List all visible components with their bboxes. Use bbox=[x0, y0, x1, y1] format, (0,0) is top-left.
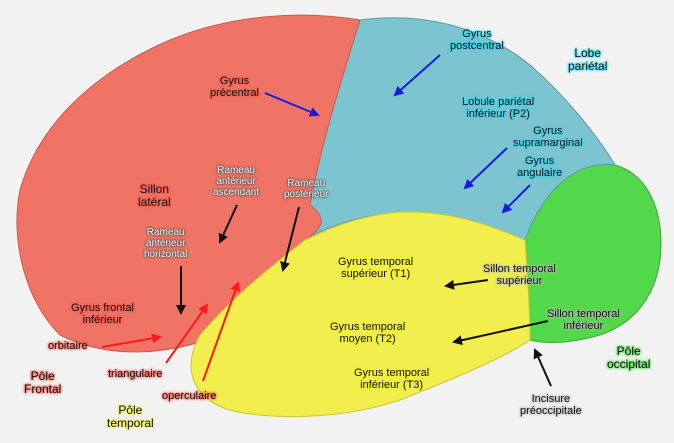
label-line: Gyrus bbox=[524, 155, 555, 167]
label-line: inférieur (T3) bbox=[360, 379, 424, 391]
label-line: Gyrus temporal bbox=[330, 321, 406, 333]
label-line: Rameau bbox=[146, 227, 185, 238]
label-line: Gyrus bbox=[462, 28, 492, 40]
label-line: Rameau bbox=[217, 165, 255, 176]
label-line: antérieur bbox=[216, 176, 256, 187]
label-line: inférieur bbox=[563, 320, 604, 332]
arrow-sillon-temporal-sup bbox=[444, 279, 489, 290]
label-line: horizontal bbox=[144, 249, 188, 260]
label-line: antérieur bbox=[145, 238, 186, 249]
label-triangulaire: triangulaire bbox=[108, 368, 162, 380]
label-line: inférieur bbox=[82, 314, 123, 326]
label-line: Pôle bbox=[30, 369, 55, 383]
label-line: Gyrus bbox=[219, 75, 250, 87]
label-line: postérieur bbox=[284, 189, 329, 200]
label-line: précentral bbox=[210, 87, 259, 99]
label-line: supérieur (T1) bbox=[341, 268, 411, 280]
label-line: triangulaire bbox=[108, 368, 163, 380]
arrow-posterieur bbox=[280, 206, 300, 272]
arrow-supramarginal bbox=[463, 147, 508, 190]
label-line: Rameau bbox=[287, 178, 326, 189]
label-line: Sillon temporal bbox=[483, 263, 556, 275]
label-line: postcentral bbox=[450, 40, 504, 52]
label-line: occipital bbox=[607, 357, 651, 371]
label-line: operculaire bbox=[162, 390, 217, 402]
label-line: Lobe bbox=[574, 46, 602, 60]
arrow-angulaire bbox=[501, 184, 531, 214]
label-line: temporal bbox=[107, 416, 154, 430]
label-line: Gyrus frontal bbox=[71, 302, 134, 314]
label-line: moyen (T2) bbox=[339, 333, 396, 345]
arrow-postcentral bbox=[393, 54, 441, 97]
label-line: Frontal bbox=[24, 382, 62, 396]
arrow-ascendant bbox=[218, 204, 238, 244]
label-line: Gyrus temporal bbox=[354, 367, 430, 379]
arrow-triangulaire bbox=[165, 303, 209, 364]
label-line: orbitaire bbox=[48, 340, 88, 352]
label-line: Lobule pariétal bbox=[462, 96, 535, 108]
label-line: supérieur bbox=[496, 275, 543, 287]
label-line: angulaire bbox=[517, 167, 563, 179]
label-line: Gyrus temporal bbox=[338, 256, 414, 268]
arrow-precentral bbox=[264, 92, 320, 117]
arrow-sillon-temporal-inf bbox=[452, 320, 549, 346]
arrow-operculaire bbox=[202, 281, 241, 382]
label-operculaire: operculaire bbox=[162, 390, 216, 402]
label-line: ascendant bbox=[213, 187, 260, 198]
label-line: Pôle bbox=[118, 403, 143, 417]
label-orbitaire: orbitaire bbox=[48, 340, 88, 352]
label-line: inférieur (P2) bbox=[466, 108, 530, 120]
label-line: préoccipitale bbox=[520, 405, 582, 417]
temporal-lobe bbox=[190, 211, 531, 418]
arrow-incisure bbox=[533, 348, 552, 387]
label-line: Sillon temporal bbox=[547, 308, 620, 320]
label-line: pariétal bbox=[568, 59, 608, 73]
label-line: Gyrus bbox=[533, 125, 563, 137]
label-line: latéral bbox=[138, 195, 171, 209]
label-line: supramarginal bbox=[513, 137, 583, 149]
label-line: Pôle bbox=[616, 344, 641, 358]
arrow-orbitaire bbox=[101, 333, 162, 348]
label-line: Incisure bbox=[531, 393, 571, 405]
label-line: Sillon bbox=[139, 182, 170, 196]
